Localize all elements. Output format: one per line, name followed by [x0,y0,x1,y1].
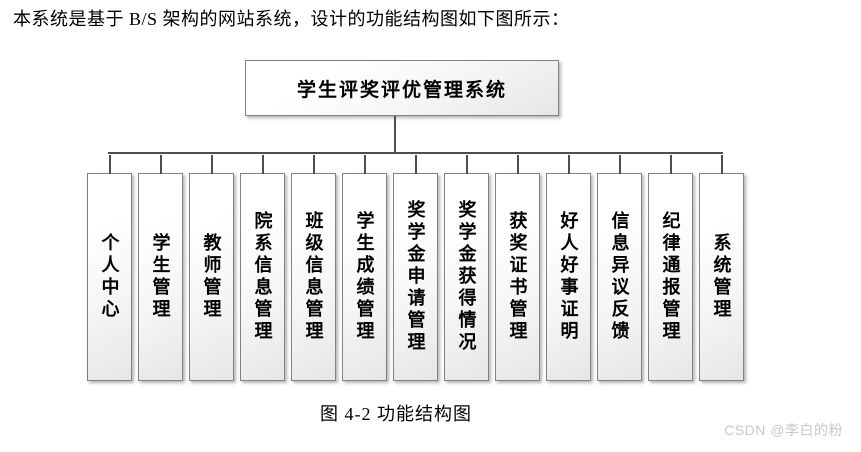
connector-trunk-line [108,152,723,154]
child-node-label: 奖学金获得情况 [456,200,477,354]
child-node-label: 纪律通报管理 [660,211,681,343]
child-node-system-mgmt: 系统管理 [699,155,744,381]
child-node-class-info-mgmt: 班级信息管理 [291,155,336,381]
child-node-discipline-notice-mgmt: 纪律通报管理 [648,155,693,381]
connector-root-drop-line [394,116,396,153]
intro-text: 本系统是基于 B/S 架构的网站系统，设计的功能结构图如下图所示： [13,9,570,29]
child-node-personal-center: 个人中心 [87,155,132,381]
child-node-label: 院系信息管理 [252,211,273,343]
child-node-label: 学生成绩管理 [354,211,375,343]
child-node-department-info-mgmt: 院系信息管理 [240,155,285,381]
child-node-scholarship-application-mgmt: 奖学金申请管理 [393,155,438,381]
root-node: 学生评奖评优管理系统 [245,60,559,116]
child-node-student-grades-mgmt: 学生成绩管理 [342,155,387,381]
child-node-label: 获奖证书管理 [507,211,528,343]
child-node-label: 系统管理 [711,233,732,321]
child-node-label: 教师管理 [201,233,222,321]
child-node-scholarship-award-status: 奖学金获得情况 [444,155,489,381]
child-node-label: 好人好事证明 [558,211,579,343]
figure-caption: 图 4-2 功能结构图 [320,404,472,424]
root-node-label: 学生评奖评优管理系统 [296,79,507,101]
watermark-text: CSDN @李白的粉 [724,422,843,438]
child-node-award-certificate-mgmt: 获奖证书管理 [495,155,540,381]
child-node-student-mgmt: 学生管理 [138,155,183,381]
child-node-label: 信息异议反馈 [609,211,630,343]
child-node-label: 学生管理 [150,233,171,321]
child-node-label: 班级信息管理 [303,211,324,343]
child-node-teacher-mgmt: 教师管理 [189,155,234,381]
child-node-info-dispute-feedback: 信息异议反馈 [597,155,642,381]
child-node-label: 个人中心 [99,233,120,321]
child-node-good-deeds-certificate: 好人好事证明 [546,155,591,381]
child-node-label: 奖学金申请管理 [405,200,426,354]
children-row: 个人中心 学生管理 教师管理 院系信息管理 班级信息管理 学生成绩管理 奖学金申… [87,155,744,381]
